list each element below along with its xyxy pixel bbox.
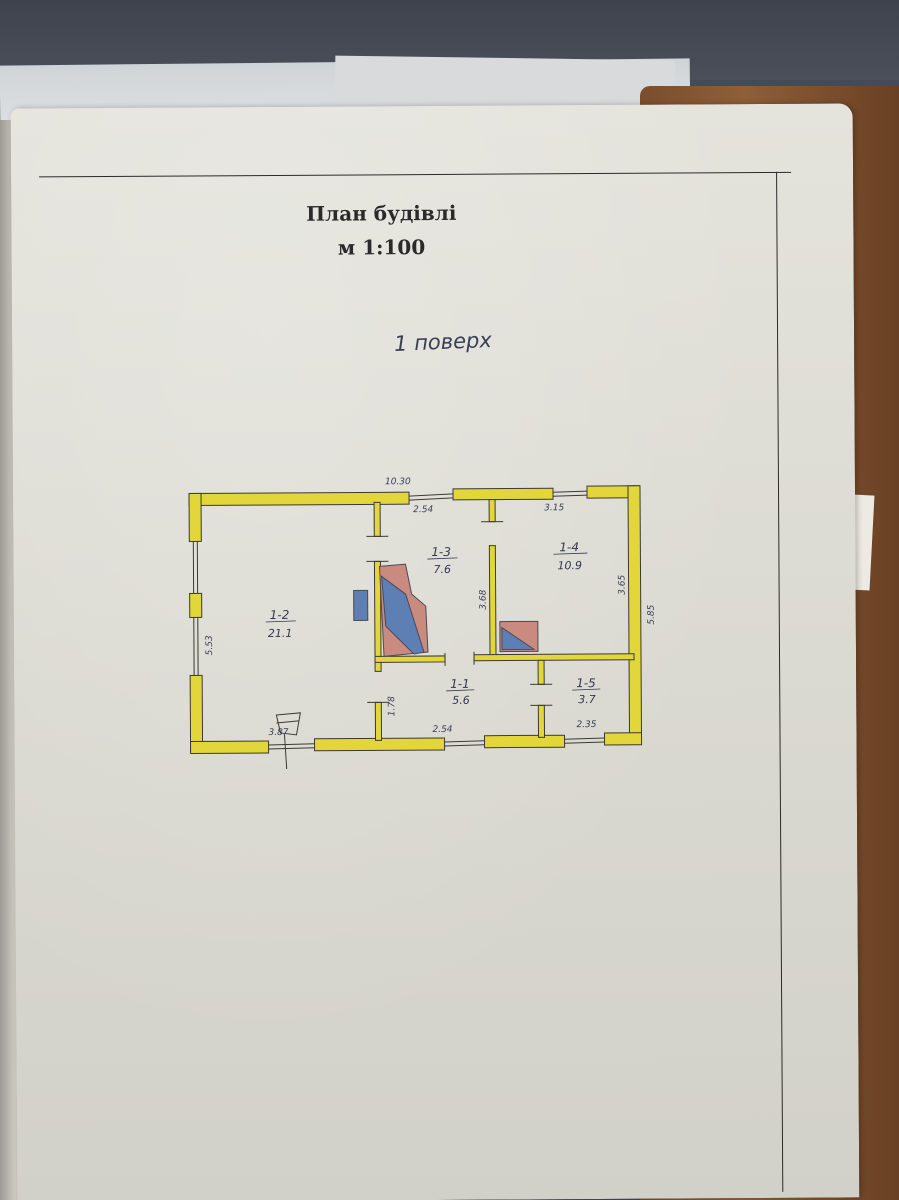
room-1-1: 1-1 5.6 [446,677,475,707]
stove-blue-small [501,626,536,651]
wall-inner-2a [488,499,496,523]
floor-plan: 10.30 2.54 3.15 3.65 5.85 5.53 3.68 1.78… [188,477,657,769]
dim-overall-height: 5.85 [647,604,657,624]
wall-left-pier [189,592,203,619]
room-area: 3.7 [578,693,596,706]
room-area: 7.6 [433,563,451,576]
room-id: 1-1 [450,677,470,691]
room-id: 1-2 [270,608,290,622]
document-page: План будівлі м 1:100 1 поверх [10,103,860,1200]
room-area: 10.9 [557,559,582,572]
wall-right [627,485,643,743]
dim-mid-wall: 3.68 [479,589,489,609]
room-1-5: 1-5 3.7 [572,676,601,706]
dim-bottom-right: 2.35 [576,720,596,730]
wall-corridor-b [473,653,635,662]
dim-bottom-left: 3.87 [268,728,288,738]
dim-corridor-left: 1.78 [387,696,397,716]
wall-inner-1a [373,501,381,537]
room-id: 1-5 [576,676,596,690]
wall-bottom-end [603,732,643,746]
room-area: 5.6 [452,694,470,707]
wall-bottom-right [484,734,566,749]
underlying-sheet-folded [334,55,676,111]
room-id: 1-3 [431,545,451,559]
dim-bottom-mid: 2.54 [432,725,452,735]
dim-top-right: 3.15 [544,503,564,513]
room-1-3: 1-3 7.6 [427,545,458,576]
dim-right-inner: 3.65 [618,575,628,595]
room-id: 1-4 [559,540,579,554]
room-area: 21.1 [268,627,293,640]
windows [192,490,605,750]
room-1-2: 1-2 21.1 [265,608,296,640]
wall-top-mid [452,487,554,501]
wall-inner-4 [374,701,383,741]
wall-left-bottom [189,674,204,752]
wall-inner-3b [537,704,546,738]
dim-left-inner: 5.53 [205,635,215,655]
wall-inner-2b [488,545,497,660]
dim-top-mid: 2.54 [413,505,433,515]
stove-blue-block [353,589,369,621]
inner-walls [373,499,635,741]
entry-mark [275,712,301,769]
wall-bottom-left [190,740,270,754]
wall-corridor-a [374,655,446,663]
door-marks [366,521,553,706]
room-1-4: 1-4 10.9 [553,540,588,572]
outer-walls [188,485,643,754]
stove-blue-body [380,575,425,655]
stove-elements [353,563,539,657]
wall-left-top [188,492,202,543]
wall-inner-3a [537,659,545,685]
dim-overall-width: 10.30 [385,477,411,487]
room-labels: 1-2 21.1 1-3 7.6 1-4 10.9 1-1 5.6 1-5 [265,540,601,707]
dimension-labels: 10.30 2.54 3.15 3.65 5.85 5.53 3.68 1.78… [205,477,657,738]
